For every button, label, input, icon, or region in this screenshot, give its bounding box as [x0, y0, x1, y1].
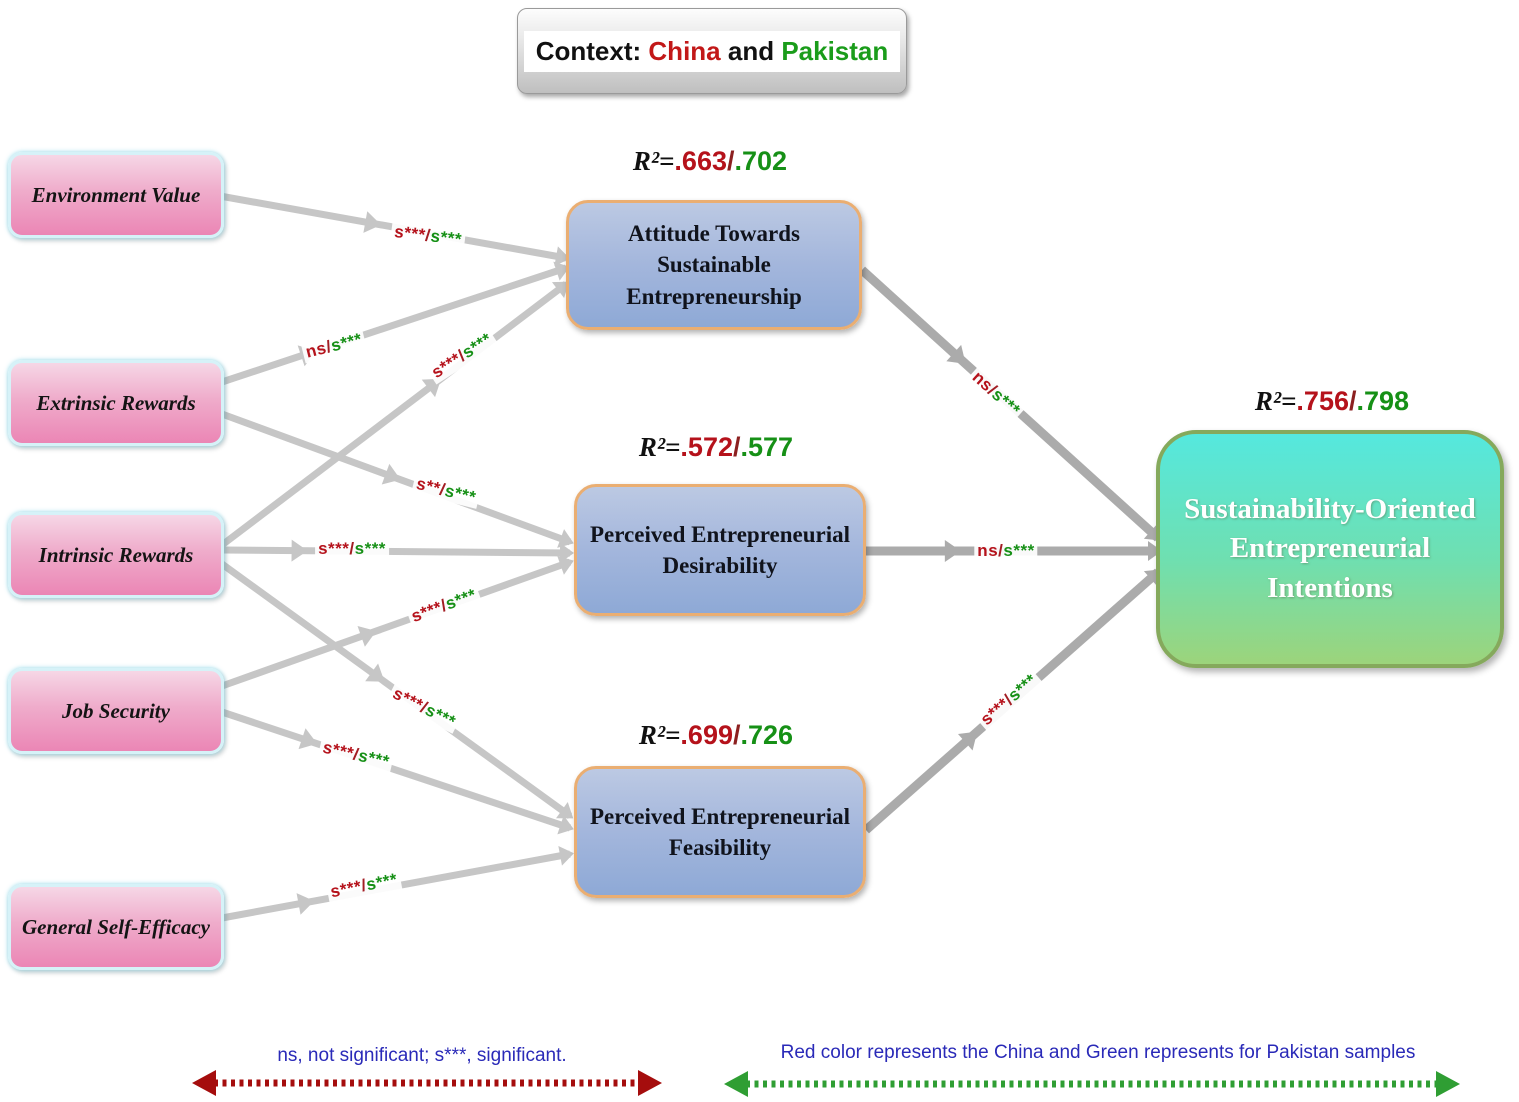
path-significance-label: ns/s***: [974, 541, 1038, 561]
china-significance: ns: [977, 541, 999, 560]
mediator-label: Perceived Entrepreneurial Desirability: [590, 521, 850, 578]
construct-label: Extrinsic Rewards: [36, 390, 196, 415]
mediator-box-desirability: Perceived Entrepreneurial Desirability: [574, 484, 866, 616]
path-arrow: [220, 264, 568, 386]
path-arrow: [221, 546, 571, 557]
r2-china-value: .756: [1296, 386, 1349, 416]
r2-china-value: .572: [680, 432, 733, 462]
construct-label: Environment Value: [31, 182, 201, 207]
context-banner: Context: China and Pakistan: [517, 8, 907, 94]
r2-prefix: R²=: [1254, 386, 1297, 416]
path-significance-label: s***/s***: [315, 539, 389, 559]
slash-separator: /: [349, 539, 355, 558]
context-banner-text: Context: China and Pakistan: [523, 30, 901, 72]
r2-label-intentions: R²=.756/.798: [1255, 386, 1409, 417]
pakistan-significance: s***: [429, 226, 463, 250]
path-arrow: [220, 708, 572, 832]
construct-box-intrinsic-rewards: Intrinsic Rewards: [8, 512, 224, 598]
mediator-label: Perceived Entrepreneurial Feasibility: [590, 803, 850, 860]
path-arrow: [220, 558, 572, 690]
path-arrow: [219, 281, 569, 548]
slash-separator: /: [998, 541, 1004, 560]
r2-slash: /: [1348, 386, 1357, 416]
r2-label-feasibility: R²=.699/.726: [639, 720, 793, 751]
china-significance: s***: [393, 221, 427, 245]
r2-prefix: R²=: [632, 146, 675, 176]
r2-label-desirability: R²=.572/.577: [639, 432, 793, 463]
r2-china-value: .663: [674, 146, 727, 176]
construct-box-extrinsic-rewards: Extrinsic Rewards: [8, 360, 224, 446]
legend-colors-text: Red color represents the China and Green…: [780, 1042, 1416, 1063]
r2-prefix: R²=: [638, 432, 681, 462]
r2-china-value: .699: [680, 720, 733, 750]
construct-label: Job Security: [62, 698, 170, 723]
mediator-box-attitude: Attitude Towards Sustainable Entrepreneu…: [566, 200, 862, 330]
r2-slash: /: [726, 146, 735, 176]
context-conj: and: [720, 35, 782, 66]
construct-box-general-self-efficacy: General Self-Efficacy: [8, 884, 224, 970]
mediator-box-feasibility: Perceived Entrepreneurial Feasibility: [574, 766, 866, 898]
pakistan-significance: s***: [1003, 541, 1035, 560]
pakistan-significance: s***: [354, 539, 386, 558]
outcome-label: Sustainability-Oriented Entrepreneurial …: [1184, 493, 1476, 604]
construct-box-environment-value: Environment Value: [8, 152, 224, 238]
context-china: China: [648, 35, 721, 66]
r2-prefix: R²=: [638, 720, 681, 750]
china-significance: s***: [318, 539, 350, 558]
r2-pakistan-value: .798: [1356, 386, 1410, 416]
r2-label-attitude: R²=.663/.702: [633, 146, 787, 177]
construct-box-job-security: Job Security: [8, 668, 224, 754]
r2-pakistan-value: .726: [740, 720, 794, 750]
r2-slash: /: [732, 432, 741, 462]
mediator-label: Attitude Towards Sustainable Entrepreneu…: [626, 221, 802, 309]
construct-label: General Self-Efficacy: [22, 914, 210, 939]
context-prefix: Context:: [535, 35, 649, 66]
legend-significance-text: ns, not significant; s***, significant.: [277, 1045, 567, 1066]
construct-label: Intrinsic Rewards: [38, 542, 194, 567]
r2-pakistan-value: .577: [740, 432, 794, 462]
r2-slash: /: [732, 720, 741, 750]
r2-pakistan-value: .702: [734, 146, 788, 176]
outcome-box-intentions: Sustainability-Oriented Entrepreneurial …: [1156, 430, 1504, 668]
context-pakistan: Pakistan: [781, 35, 889, 66]
